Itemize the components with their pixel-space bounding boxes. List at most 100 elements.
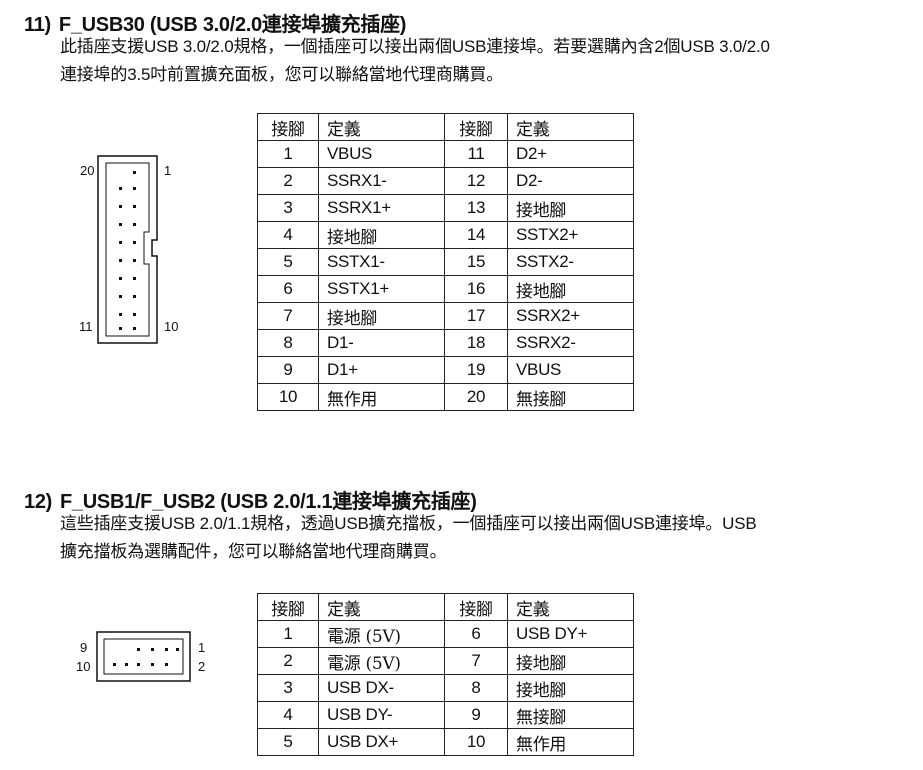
f-usb-2-0-connector-outline: [96, 631, 191, 682]
header-pin-2: 接腳: [444, 593, 508, 621]
f-usb30-pins: [119, 171, 136, 330]
pin-number-cell: 11: [444, 140, 508, 168]
f-usb-2-0-pins: [113, 648, 179, 666]
section-12-title: F_USB1/F_USB2 (USB 2.0/1.1連接埠擴充插座): [60, 491, 477, 513]
pin-number-cell: 17: [444, 302, 508, 330]
pin-definition-cell: 接地腳: [507, 647, 634, 675]
header-definition-1: 定義: [318, 113, 445, 141]
pin-definition-cell: 無接腳: [507, 701, 634, 729]
section-12-heading: 12) F_USB1/F_USB2 (USB 2.0/1.1連接埠擴充插座): [24, 485, 477, 514]
pin-definition-cell: SSTX2+: [507, 221, 634, 249]
pin-definition-cell: 接地腳: [318, 221, 445, 249]
section-11-heading: 11) F_USB30 (USB 3.0/2.0連接埠擴充插座): [24, 8, 406, 37]
pin-number-cell: 10: [444, 728, 508, 756]
header-definition-1: 定義: [318, 593, 445, 621]
pin-number-cell: 7: [444, 647, 508, 675]
pin-definition-cell: 接地腳: [507, 275, 634, 303]
pin-label-9: 9: [80, 640, 88, 655]
pin-definition-cell: SSTX1+: [318, 275, 445, 303]
section-11-title: F_USB30 (USB 3.0/2.0連接埠擴充插座): [58, 14, 407, 36]
pin-number-cell: 13: [444, 194, 508, 222]
section-12-paragraph-line-1: 這些插座支援USB 2.0/1.1規格，透過USB擴充擋板，一個插座可以接出兩個…: [60, 514, 757, 533]
pin-definition-cell: SSTX1-: [318, 248, 445, 276]
pin-definition-cell: D1-: [318, 329, 445, 357]
pin-label-1-usb2: 1: [198, 640, 206, 655]
header-pin-1: 接腳: [257, 593, 319, 621]
pin-definition-cell: 電源 (5V): [318, 620, 445, 648]
pin-definition-cell: 無作用: [507, 728, 634, 756]
section-11-paragraph-line-1: 此插座支援USB 3.0/2.0規格，一個插座可以接出兩個USB連接埠。若要選購…: [60, 37, 770, 56]
section-12-paragraph-line-2: 擴充擋板為選購配件，您可以聯絡當地代理商購買。: [60, 542, 447, 561]
pin-number-cell: 4: [257, 221, 319, 249]
pin-label-10: 10: [164, 319, 179, 334]
pin-number-cell: 9: [444, 701, 508, 729]
pin-definition-cell: 無接腳: [507, 383, 634, 411]
pin-number-cell: 18: [444, 329, 508, 357]
pin-definition-cell: D2+: [507, 140, 634, 168]
table-header-row: 接腳 定義 接腳 定義: [257, 593, 634, 621]
pin-number-cell: 8: [257, 329, 319, 357]
pin-number-cell: 6: [444, 620, 508, 648]
pin-definition-cell: USB DX+: [318, 728, 445, 756]
pin-definition-cell: 接地腳: [507, 674, 634, 702]
pin-definition-cell: SSRX2-: [507, 329, 634, 357]
pin-label-20: 20: [80, 163, 95, 178]
pin-definition-cell: USB DY+: [507, 620, 634, 648]
pin-definition-cell: VBUS: [318, 140, 445, 168]
section-12-paragraph: 這些插座支援USB 2.0/1.1規格，透過USB擴充擋板，一個插座可以接出兩個…: [60, 510, 757, 566]
pin-number-cell: 19: [444, 356, 508, 384]
pin-definition-cell: SSRX2+: [507, 302, 634, 330]
pin-definition-cell: 接地腳: [507, 194, 634, 222]
pin-number-cell: 3: [257, 194, 319, 222]
pin-number-cell: 5: [257, 248, 319, 276]
pin-number-cell: 3: [257, 674, 319, 702]
pin-definition-cell: VBUS: [507, 356, 634, 384]
header-definition-2: 定義: [507, 113, 634, 141]
pin-number-cell: 16: [444, 275, 508, 303]
pin-definition-cell: 接地腳: [318, 302, 445, 330]
pin-number-cell: 4: [257, 701, 319, 729]
pin-label-11: 11: [79, 319, 93, 334]
pin-number-cell: 20: [444, 383, 508, 411]
pin-number-cell: 6: [257, 275, 319, 303]
header-pin-2: 接腳: [444, 113, 508, 141]
pin-label-2-usb2: 2: [198, 659, 206, 674]
header-definition-2: 定義: [507, 593, 634, 621]
pin-number-cell: 1: [257, 620, 319, 648]
pin-number-cell: 15: [444, 248, 508, 276]
header-pin-1: 接腳: [257, 113, 319, 141]
pin-definition-cell: 無作用: [318, 383, 445, 411]
pin-number-cell: 8: [444, 674, 508, 702]
pin-number-cell: 5: [257, 728, 319, 756]
f-usb30-connector-outline: [97, 155, 158, 344]
pin-number-cell: 2: [257, 647, 319, 675]
pin-number-cell: 2: [257, 167, 319, 195]
section-11-number: 11): [24, 14, 51, 36]
pin-definition-cell: SSRX1-: [318, 167, 445, 195]
pin-number-cell: 10: [257, 383, 319, 411]
pin-label-1: 1: [164, 163, 172, 178]
pin-number-cell: 9: [257, 356, 319, 384]
pin-definition-cell: D2-: [507, 167, 634, 195]
pin-definition-cell: USB DY-: [318, 701, 445, 729]
pin-label-10-usb2: 10: [76, 659, 91, 674]
table-header-row: 接腳 定義 接腳 定義: [257, 113, 634, 141]
section-12-number: 12): [24, 491, 53, 513]
pin-definition-cell: 電源 (5V): [318, 647, 445, 675]
